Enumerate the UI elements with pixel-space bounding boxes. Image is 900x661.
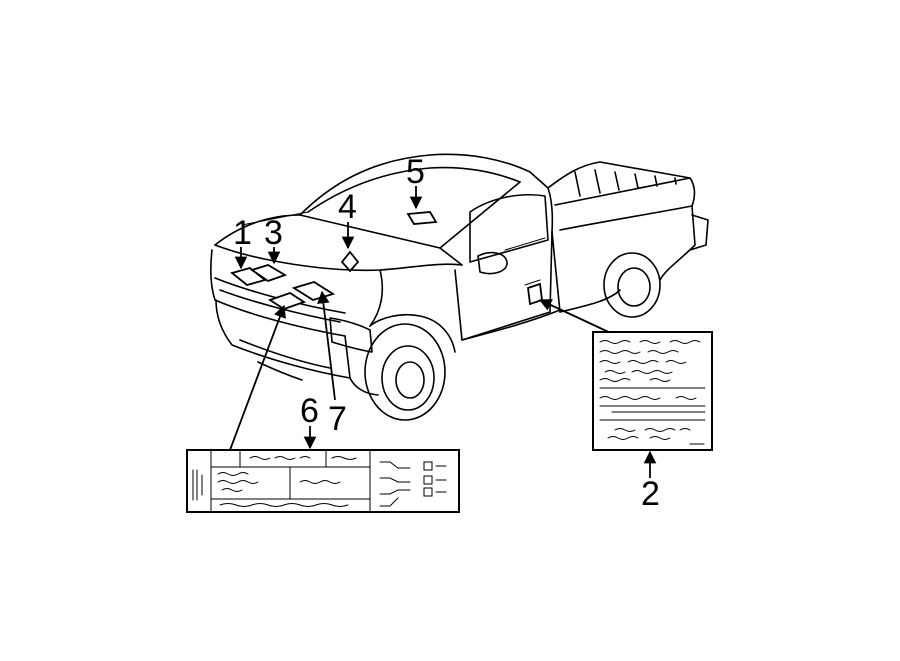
callout-2: 2: [641, 475, 660, 513]
label-2-detail: [592, 331, 713, 451]
label-7-decal: [291, 281, 336, 301]
label-5-decal: [406, 211, 438, 225]
callout-4: 4: [338, 188, 357, 226]
label-4-decal: [340, 250, 360, 273]
callout-1: 1: [233, 214, 252, 252]
label-6-detail: [186, 449, 460, 513]
callout-7: 7: [328, 400, 347, 438]
callout-3: 3: [264, 214, 283, 252]
callout-6: 6: [300, 392, 319, 430]
callout-arrows: [229, 186, 657, 478]
callout-5: 5: [406, 153, 425, 191]
label-3-decal: [249, 264, 288, 283]
